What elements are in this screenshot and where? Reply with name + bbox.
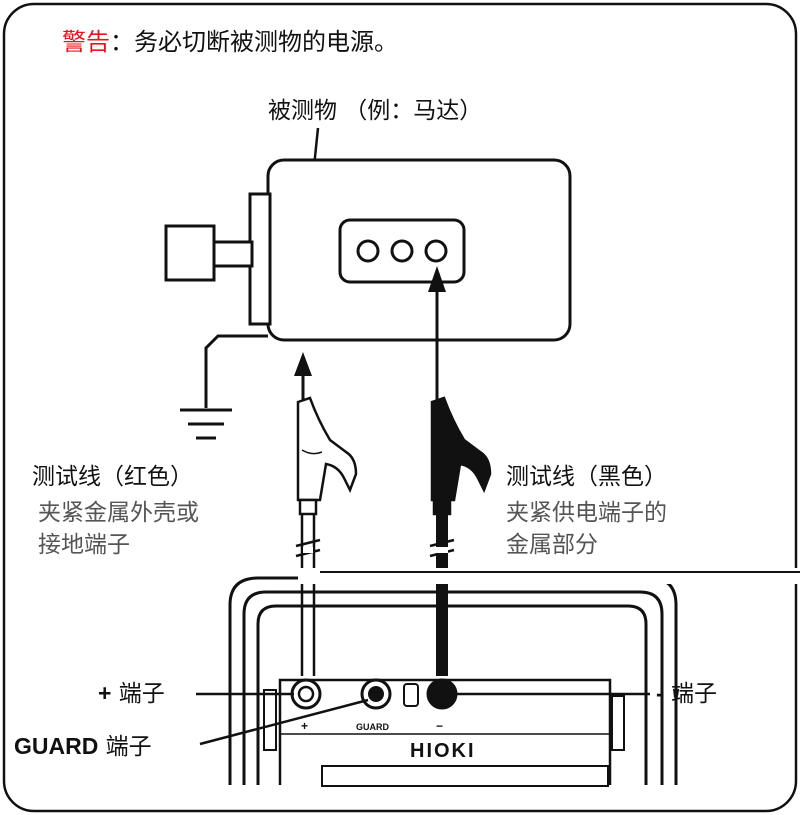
black-clip-icon xyxy=(430,396,492,516)
minus-terminal-text: 端子 xyxy=(664,681,717,707)
supply-terminal-3 xyxy=(424,239,448,263)
instrument-inner-edge xyxy=(242,590,664,785)
guard-terminal-leader xyxy=(199,698,369,746)
device-title: 被测物 （例：马达） xyxy=(268,98,482,124)
plus-terminal-label: + 端子 xyxy=(98,680,165,707)
instrument-bezel xyxy=(256,604,648,785)
panel-plus-label: + xyxy=(301,719,308,733)
red-lead-title: 测试线（红色） xyxy=(32,464,193,490)
minus-terminal-label: - 端子 xyxy=(656,680,717,707)
instrument-mask xyxy=(298,568,800,584)
supply-terminal-2 xyxy=(390,239,414,263)
warning-text: 务必切断被测物的电源。 xyxy=(134,28,398,56)
brand-logo: HIOKI xyxy=(410,740,476,762)
motor-shaft xyxy=(210,240,254,268)
guard-terminal-text: 端子 xyxy=(98,734,151,760)
panel-slot xyxy=(403,683,419,707)
guard-bold-text: GUARD xyxy=(14,733,98,759)
plus-symbol: + xyxy=(98,680,111,706)
minus-jack xyxy=(426,678,458,710)
panel-guard-label: GUARD xyxy=(356,722,389,732)
display-window xyxy=(321,765,609,787)
red-lead-arrow xyxy=(294,352,312,400)
panel-minus-label: − xyxy=(436,719,443,733)
warning-label: 警告 xyxy=(62,28,110,56)
red-clip-icon xyxy=(296,396,358,516)
black-lead-desc-line1: 夹紧供电端子的 xyxy=(506,500,667,526)
black-lead-cable xyxy=(429,514,455,676)
guard-terminal-label: GUARD 端子 xyxy=(14,733,152,760)
supply-terminal-1 xyxy=(356,239,380,263)
minus-symbol: - xyxy=(656,680,664,706)
ground-icon xyxy=(180,408,232,440)
instrument: + GUARD − HIOKI xyxy=(228,568,800,787)
motor-coupling xyxy=(164,224,216,282)
black-lead-desc-line2: 金属部分 xyxy=(506,532,598,558)
red-lead-desc-line2: 接地端子 xyxy=(38,532,130,558)
black-lead-arrow xyxy=(428,266,446,400)
plus-terminal-text: 端子 xyxy=(111,681,164,707)
right-grip xyxy=(611,695,625,751)
red-lead-desc-line1: 夹紧金属外壳或 xyxy=(38,500,199,526)
black-lead-title: 测试线（黑色） xyxy=(506,464,667,490)
warning-line: 警告：务必切断被测物的电源。 xyxy=(62,28,398,56)
motor-device xyxy=(164,158,572,342)
red-lead-cable xyxy=(295,514,321,676)
warning-separator: ： xyxy=(110,28,134,56)
left-grip xyxy=(263,689,277,751)
ground-wire xyxy=(204,334,268,408)
